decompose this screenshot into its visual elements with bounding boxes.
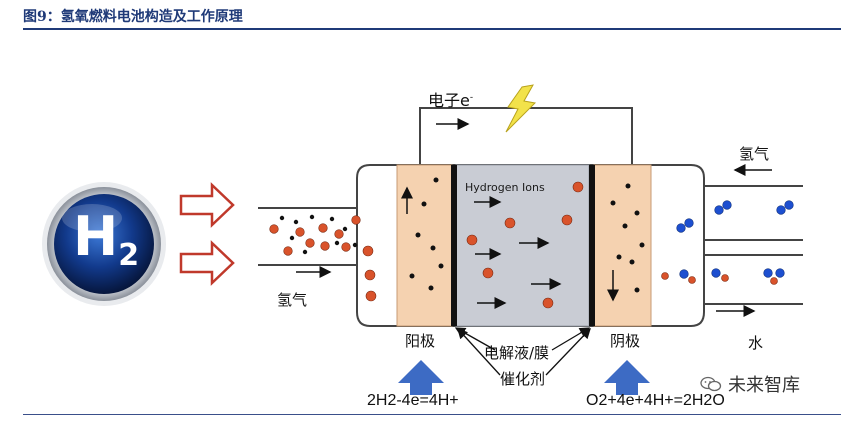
hydrogen-ions [362, 181, 584, 309]
figure-title: 图9：氢氧燃料电池构造及工作原理 [23, 9, 243, 25]
input-arrows [179, 182, 235, 286]
anode-equation: 2H2-4e=4H+ [367, 392, 459, 409]
anode-up-arrow [398, 360, 444, 395]
external-circuit [419, 107, 633, 165]
catalyst-label: 催化剂 [500, 370, 546, 388]
hydrogen-inlet-label: 氢气 [277, 291, 308, 309]
cathode-label: 阴极 [610, 332, 641, 350]
h2-letter: H [73, 205, 119, 268]
input-arrow-top [179, 182, 235, 228]
h2-subscript: 2 [118, 238, 140, 273]
lightning-icon [505, 84, 537, 133]
watermark: 未来智库 [700, 371, 800, 397]
input-arrow-bottom [179, 240, 235, 286]
label-pointers [454, 327, 591, 376]
anode-electrons [409, 177, 444, 291]
electrolyte-membrane [455, 164, 590, 327]
hydrogen-inlet-pipe [258, 207, 358, 266]
wechat-icon [700, 376, 722, 392]
h2-logo [42, 182, 166, 306]
water-molecules [661, 268, 785, 285]
cathode-up-arrow [604, 360, 650, 395]
anode-label: 阳极 [405, 332, 436, 350]
cathode-electrons [610, 183, 645, 293]
cathode-pipes [703, 185, 803, 305]
hydrogen-ions-label: Hydrogen Ions [465, 181, 545, 194]
anode-plate [396, 164, 453, 327]
ion-flow-arrows [474, 196, 562, 309]
cathode-equation: O2+4e+4H+=2H2O [586, 392, 725, 409]
anode-catalyst-layer [451, 165, 457, 326]
electron-text: 电子e [428, 91, 470, 110]
electron-superscript: - [469, 92, 474, 103]
inlet-hydrogen-molecules [269, 214, 361, 256]
electrolyte-label: 电解液/膜 [484, 344, 550, 362]
oxygen-inlet-label: 氢气 [739, 145, 770, 163]
bottom-rule [23, 414, 841, 415]
title-rule [23, 28, 841, 30]
h2-symbol: H2 [73, 205, 139, 273]
electron-label: 电子e- [428, 87, 473, 111]
cathode-catalyst-layer [589, 165, 595, 326]
oxygen-molecules [676, 200, 794, 233]
watermark-text: 未来智库 [728, 375, 800, 396]
water-outlet-label: 水 [748, 334, 764, 352]
